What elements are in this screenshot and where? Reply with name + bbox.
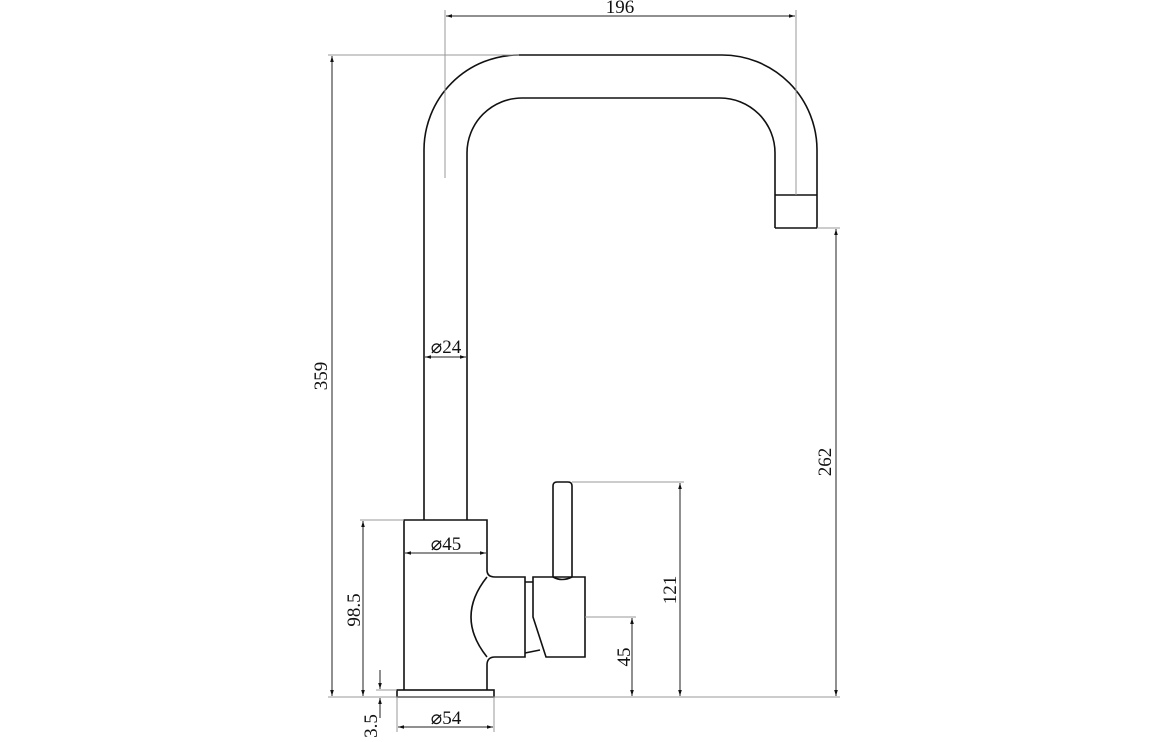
handle-block	[532, 576, 586, 658]
handle-collar	[524, 581, 541, 654]
dim-body-height: 98.5	[344, 593, 365, 626]
dim-stem-diameter: ⌀24	[431, 337, 462, 358]
handle-bulge	[470, 576, 488, 658]
spout-inner	[466, 97, 776, 520]
tap-outline	[396, 54, 818, 698]
dim-spout-reach: 196	[606, 0, 635, 18]
dim-overall-height: 359	[311, 362, 332, 391]
dim-body-diameter: ⌀45	[431, 534, 461, 555]
lever	[552, 481, 573, 577]
spout-outer	[423, 54, 818, 520]
dimension-lines	[330, 14, 838, 729]
base-plate	[396, 689, 495, 698]
dim-outlet-height: 262	[815, 448, 836, 477]
aerator	[775, 194, 817, 229]
lever-join	[552, 576, 573, 581]
dim-lever-height: 121	[660, 576, 681, 605]
dim-base-diameter: ⌀54	[431, 708, 462, 729]
dim-handle-height: 45	[614, 648, 635, 667]
body	[403, 519, 526, 690]
extension-lines	[328, 10, 840, 732]
dim-base-thickness: 3.5	[361, 714, 382, 738]
